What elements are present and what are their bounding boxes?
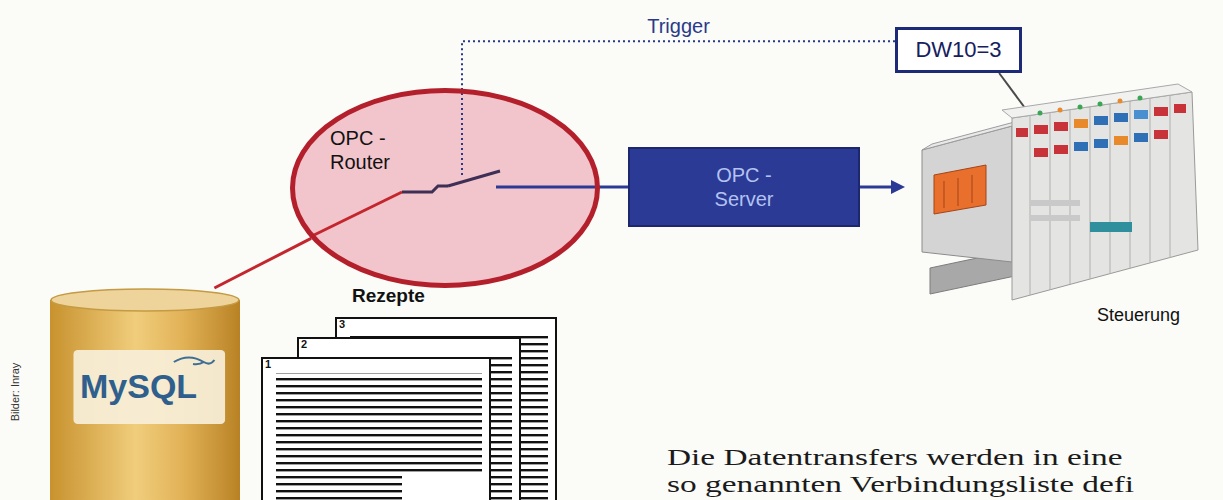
node-text: Steuerung: [1097, 304, 1180, 326]
plc-controller: Steuerung: [905, 120, 1200, 330]
node-text: OPC - Server: [694, 163, 794, 211]
connector-line: [600, 186, 628, 189]
arrow-head: [891, 180, 905, 194]
register-box: DW10=3: [895, 27, 1022, 73]
cylinder-body: [50, 300, 240, 500]
database-cylinder: MySQL: [50, 288, 240, 500]
edge-label: Trigger: [644, 15, 713, 37]
trigger-line: [462, 41, 895, 88]
connector-ridge: [972, 175, 973, 203]
connector-line: [214, 238, 311, 288]
node-text: MySQL: [80, 366, 240, 406]
trigger-lead: [461, 88, 463, 178]
dolphin-logo: [174, 358, 215, 365]
cylinder-top: [51, 289, 239, 311]
io-modules: [1012, 92, 1198, 300]
coupler-top: [922, 120, 1022, 150]
page-1: [262, 358, 490, 500]
orange-connector: [934, 165, 986, 214]
node-text: DW10=3: [915, 37, 1001, 63]
router-circle: [290, 88, 600, 288]
database-line: [214, 238, 311, 288]
router-server-line: [600, 187, 628, 188]
body-text-line: so genannten Verbindungsliste defi: [667, 472, 1134, 498]
router-outline: [293, 91, 598, 286]
db-lead: [310, 192, 402, 237]
image-credit: Bilder: Inray: [9, 363, 21, 422]
body-text-line: Die Datentransfers werden in eine: [667, 445, 1123, 471]
server-plc-arrow: [860, 180, 905, 194]
connector-line: [462, 41, 895, 88]
page-number: 3: [339, 318, 345, 330]
connector-ridge: [944, 181, 945, 208]
server-box: OPC - Server: [628, 147, 860, 227]
modules-top: [1002, 84, 1192, 118]
module-separators: [1030, 95, 1170, 295]
router-circle: OPC - Router: [290, 88, 600, 288]
page-number: 1: [265, 358, 271, 370]
node-text: OPC - Router: [330, 126, 410, 174]
terminal-strips: [1016, 96, 1186, 233]
connector-ridge: [958, 178, 959, 206]
switch-contact: [402, 186, 448, 192]
connector-line: [860, 186, 892, 189]
recipes-label: Rezepte: [352, 285, 425, 306]
switch-output: [496, 186, 600, 189]
switch-blade: [448, 171, 500, 186]
page-number: 2: [301, 338, 307, 350]
plc-illustration: [905, 75, 1200, 305]
